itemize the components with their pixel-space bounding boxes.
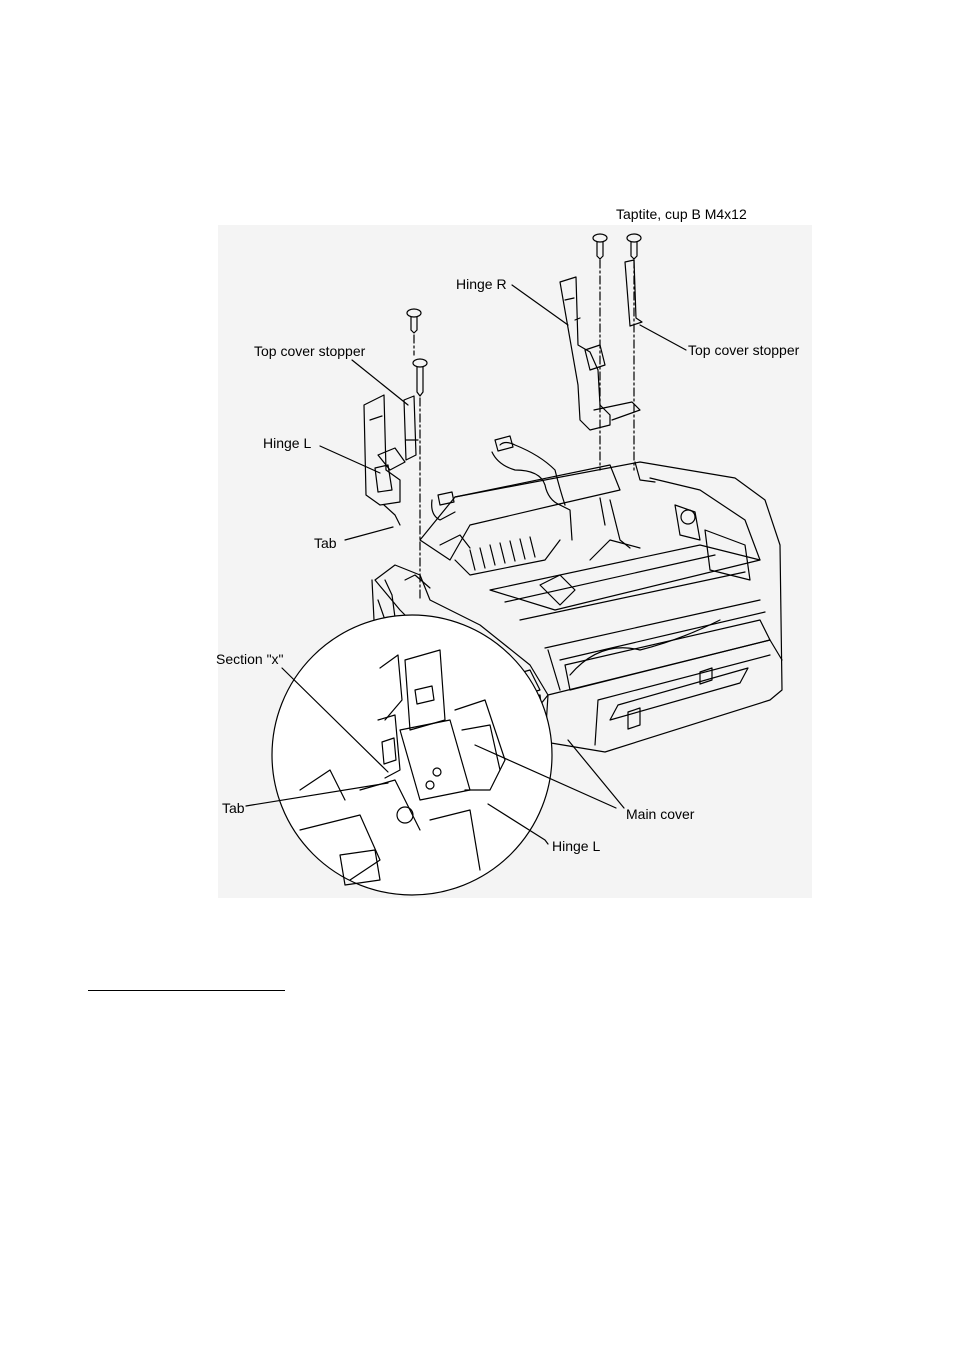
label-main-cover: Main cover: [626, 806, 695, 822]
label-tab: Tab: [314, 535, 337, 551]
label-tab-detail: Tab: [222, 800, 245, 816]
axis-left: [413, 334, 421, 601]
hinge-l-part: [363, 394, 406, 526]
detail-circle: [271, 614, 553, 896]
label-top-cover-stopper-right: Top cover stopper: [688, 342, 800, 358]
screw-left: [406, 308, 428, 397]
top-cover-stopper-right-part: [624, 259, 643, 327]
top-cover-stopper-left-part: [403, 395, 419, 461]
label-hinge-l-detail: Hinge L: [552, 838, 601, 854]
label-taptite-screw: Taptite, cup B M4x12: [616, 206, 747, 222]
screw-right: [592, 233, 642, 260]
label-section-x: Section "x": [216, 651, 284, 667]
leader-lines: [245, 284, 687, 845]
label-hinge-r: Hinge R: [456, 276, 507, 292]
section-heading-underline: [88, 990, 285, 991]
label-hinge-l: Hinge L: [263, 435, 312, 451]
label-top-cover-stopper-left: Top cover stopper: [254, 343, 366, 359]
axis-right: [599, 259, 635, 471]
hinge-r-part: [559, 276, 641, 431]
